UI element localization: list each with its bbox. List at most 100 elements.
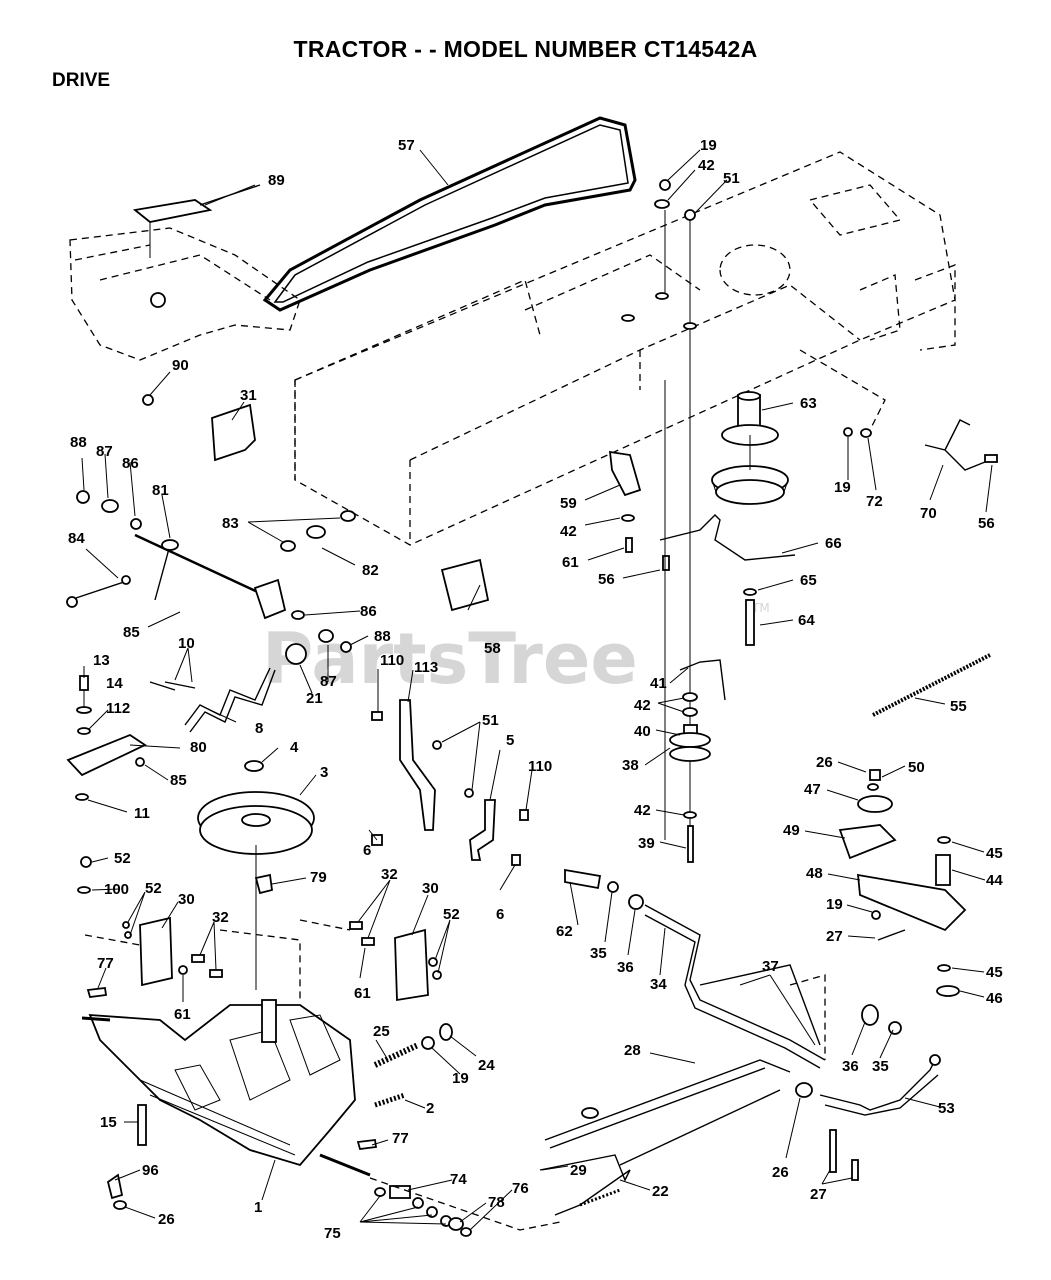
callout-label: 87 bbox=[96, 443, 113, 460]
callout-label: 74 bbox=[450, 1171, 467, 1188]
callout-label: 110 bbox=[528, 758, 552, 775]
bushing bbox=[439, 1023, 453, 1041]
callout-label: 78 bbox=[488, 1194, 505, 1211]
idler-pulley bbox=[857, 795, 893, 813]
brake-rod bbox=[544, 1059, 791, 1141]
bolt bbox=[625, 537, 633, 553]
callout-label: 26 bbox=[772, 1164, 789, 1181]
callout-label: 19 bbox=[826, 896, 843, 913]
bolt bbox=[984, 454, 998, 463]
callout-label: 42 bbox=[634, 697, 651, 714]
callout-label: 31 bbox=[240, 387, 257, 404]
washer bbox=[628, 894, 644, 910]
drive-belt bbox=[262, 116, 637, 312]
callout-label: 52 bbox=[443, 906, 460, 923]
brake-link bbox=[819, 1059, 936, 1111]
mounting-bracket bbox=[394, 928, 429, 1002]
callout-label: 49 bbox=[783, 822, 800, 839]
washer bbox=[860, 428, 872, 438]
washer bbox=[101, 499, 119, 513]
callout-label: 25 bbox=[373, 1023, 390, 1040]
bolt bbox=[137, 1104, 147, 1146]
idler-bracket bbox=[608, 450, 642, 497]
callout-label: 35 bbox=[872, 1058, 889, 1075]
callout-label: 87 bbox=[320, 673, 337, 690]
callout-label: 81 bbox=[152, 482, 169, 499]
callout-label: 42 bbox=[634, 802, 651, 819]
bushing bbox=[888, 1021, 902, 1035]
washer bbox=[340, 510, 356, 522]
hood-outline bbox=[69, 227, 301, 361]
callout-label: 3 bbox=[320, 764, 328, 781]
callout-label: 75 bbox=[324, 1225, 341, 1242]
callout-label: 22 bbox=[652, 1183, 669, 1200]
callout-label: 51 bbox=[482, 712, 499, 729]
callout-label: 86 bbox=[360, 603, 377, 620]
callout-label: 85 bbox=[123, 624, 140, 641]
watermark-tm: TM bbox=[751, 601, 770, 615]
callout-label: 42 bbox=[560, 523, 577, 540]
callout-label: 89 bbox=[268, 172, 285, 189]
callout-label: 6 bbox=[496, 906, 504, 923]
callout-label: 51 bbox=[723, 170, 740, 187]
pedal-pad bbox=[564, 868, 602, 890]
idler-pulley-stack bbox=[669, 659, 726, 863]
bolt bbox=[149, 681, 196, 691]
callout-label: 50 bbox=[908, 759, 925, 776]
support-bracket bbox=[469, 799, 496, 861]
callout-label: 61 bbox=[174, 1006, 191, 1023]
callout-label: 36 bbox=[617, 959, 634, 976]
washer bbox=[280, 540, 296, 552]
callout-label: 2 bbox=[426, 1100, 434, 1117]
pulley-bracket bbox=[838, 824, 897, 860]
callout-label: 110 bbox=[380, 652, 404, 669]
callout-label: 4 bbox=[290, 739, 299, 756]
callout-label: 96 bbox=[142, 1162, 159, 1179]
callout-label: 5 bbox=[506, 732, 514, 749]
nut bbox=[178, 965, 188, 975]
callout-label: 28 bbox=[624, 1042, 641, 1059]
callout-label: 61 bbox=[354, 985, 371, 1002]
mounting-bracket bbox=[139, 916, 173, 987]
callout-label: 62 bbox=[556, 923, 573, 940]
callout-label: 64 bbox=[798, 612, 815, 629]
callout-label: 19 bbox=[452, 1070, 469, 1087]
extension-spring bbox=[872, 653, 991, 717]
key bbox=[254, 873, 273, 895]
frame-hardware-stack bbox=[621, 179, 697, 330]
callout-label: 38 bbox=[622, 757, 639, 774]
plate-bracket bbox=[440, 558, 490, 612]
retaining-ring bbox=[936, 985, 960, 997]
callout-label: 90 bbox=[172, 357, 189, 374]
nut bbox=[142, 394, 154, 406]
callout-label: 36 bbox=[842, 1058, 859, 1075]
callout-label: 40 bbox=[634, 723, 651, 740]
callout-label: 56 bbox=[978, 515, 995, 532]
callout-label: 56 bbox=[598, 571, 615, 588]
bolt bbox=[371, 711, 383, 721]
callout-label: 13 bbox=[93, 652, 110, 669]
callout-label: 14 bbox=[106, 675, 123, 692]
callout-label: 35 bbox=[590, 945, 607, 962]
callout-label: 19 bbox=[700, 137, 717, 154]
knob bbox=[285, 643, 307, 665]
spring bbox=[373, 1042, 420, 1068]
spring bbox=[306, 525, 326, 539]
brake-shaft-assembly bbox=[66, 533, 287, 620]
callout-label: 45 bbox=[986, 845, 1003, 862]
washer bbox=[743, 588, 757, 596]
callout-label: 47 bbox=[804, 781, 821, 798]
nut bbox=[843, 427, 853, 437]
belt-guide bbox=[659, 514, 796, 561]
nut bbox=[464, 788, 474, 798]
callout-label: 59 bbox=[560, 495, 577, 512]
bolt bbox=[511, 854, 521, 866]
callout-label: 41 bbox=[650, 675, 667, 692]
leader-lines bbox=[81, 149, 993, 1231]
bolt bbox=[869, 769, 881, 781]
washer bbox=[607, 881, 619, 893]
nut bbox=[421, 1036, 435, 1050]
pin bbox=[356, 1139, 378, 1150]
callout-labels: 57 19 42 51 89 90 31 63 19 72 70 56 88 8… bbox=[68, 137, 1003, 1242]
